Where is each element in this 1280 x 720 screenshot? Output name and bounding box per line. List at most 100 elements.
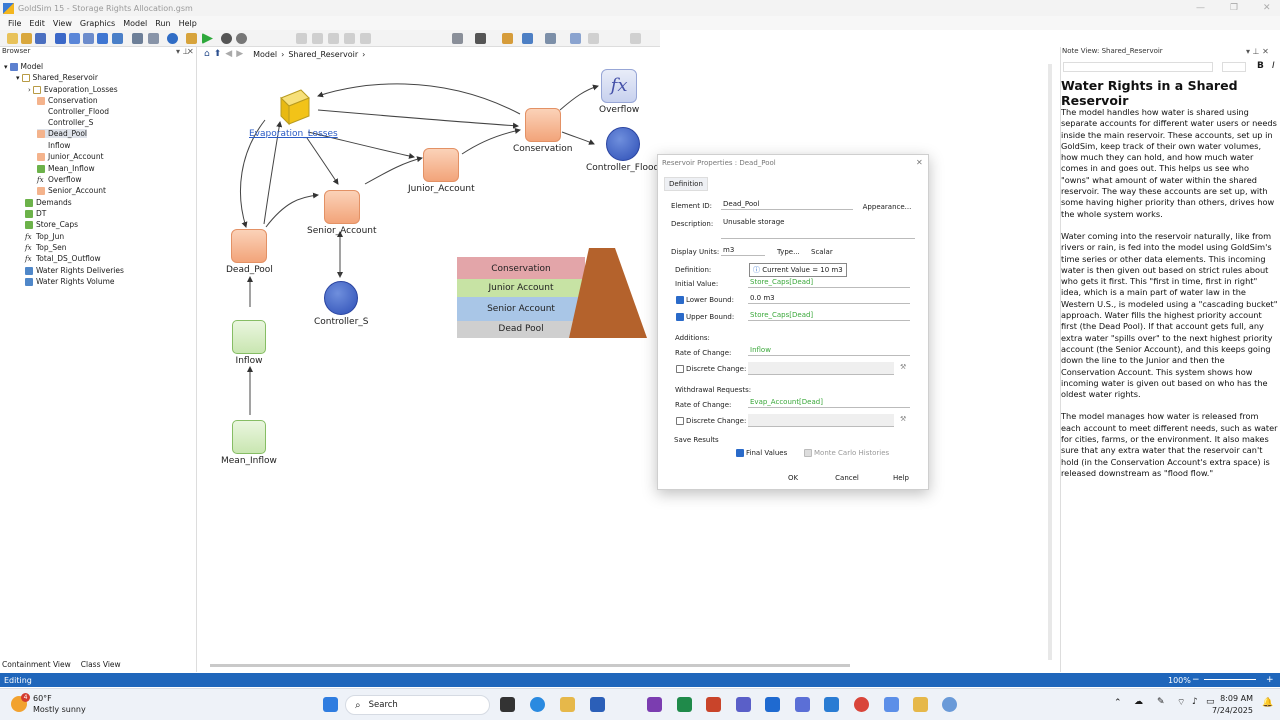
tree-item-dead-pool[interactable]: Dead_Pool [37, 129, 88, 138]
text-tool-icon[interactable] [475, 33, 486, 44]
zoom-out-icon[interactable]: − [1192, 675, 1200, 685]
fill-color-icon[interactable] [502, 33, 513, 44]
edit-pencil-icon[interactable] [186, 33, 197, 44]
tree-item-dt[interactable]: DT [25, 209, 46, 218]
vscode-icon[interactable] [824, 697, 839, 712]
tree-item-shared-reservoir[interactable]: ▾Shared_Reservoir [16, 73, 98, 82]
tree-item-junior-account[interactable]: Junior_Account [37, 152, 104, 161]
tab-class-view[interactable]: Class View [80, 660, 121, 669]
cancel-button[interactable]: Cancel [835, 474, 859, 482]
list-icon[interactable] [132, 33, 143, 44]
zoom-icon[interactable] [83, 33, 94, 44]
rectangle-tool-icon[interactable] [452, 33, 463, 44]
rate-of-change-field[interactable]: Inflow [748, 345, 910, 356]
tree-item-controller-s[interactable]: Controller_S [37, 118, 93, 127]
help-button[interactable]: Help [893, 474, 909, 482]
tree-item-mean-inflow[interactable]: Mean_Inflow [37, 164, 95, 173]
node-evaporation-losses[interactable]: Evaporation_Losses [249, 86, 338, 139]
clock-time[interactable]: 8:09 AM [1220, 694, 1253, 703]
ungroup-tool-icon[interactable] [360, 33, 371, 44]
node-junior-account[interactable]: Junior_Account [408, 148, 475, 194]
save-icon[interactable] [35, 33, 46, 44]
bold-icon[interactable]: B [1257, 61, 1264, 71]
word-icon[interactable] [590, 697, 605, 712]
node-conservation[interactable]: Conservation [513, 108, 573, 154]
element-id-field[interactable]: Dead_Pool [721, 199, 853, 210]
goldsim-taskbar-icon[interactable] [913, 697, 928, 712]
open-folder-icon[interactable] [21, 33, 32, 44]
tree-item-store-caps[interactable]: Store_Caps [25, 220, 78, 229]
search-box[interactable]: ⌕ Search [345, 695, 490, 715]
close-icon[interactable]: ✕ [1263, 3, 1271, 13]
window-icon[interactable] [588, 33, 599, 44]
browser-close-icon[interactable]: ✕ [187, 47, 194, 56]
powerpoint-icon[interactable] [706, 697, 721, 712]
final-values-checkbox[interactable] [736, 449, 744, 457]
expand-icon[interactable]: › [28, 85, 31, 94]
note-size-select[interactable] [1222, 62, 1246, 72]
settings-icon[interactable] [942, 697, 957, 712]
zoom-in-icon[interactable]: + [1266, 675, 1274, 685]
menu-file[interactable]: File [8, 18, 22, 28]
connector-icon[interactable] [545, 33, 556, 44]
italic-icon[interactable]: I [1272, 61, 1275, 71]
tray-chevron-icon[interactable]: ⌃ [1114, 698, 1122, 708]
task-view-icon[interactable] [500, 697, 515, 712]
windows-start-icon[interactable] [323, 697, 338, 712]
filter-icon[interactable] [97, 33, 108, 44]
pause-icon[interactable] [221, 33, 232, 44]
node-dead-pool[interactable]: Dead_Pool [226, 229, 273, 275]
wifi-icon[interactable]: ⌔ [1177, 698, 1186, 708]
tree-item-senior-account[interactable]: Senior_Account [37, 186, 106, 195]
note-font-select[interactable] [1063, 62, 1213, 72]
discrete-change-checkbox[interactable] [676, 365, 684, 373]
horizontal-scrollbar[interactable] [210, 664, 850, 667]
tree-item-water-rights-volume[interactable]: Water Rights Volume [25, 277, 115, 286]
node-inflow[interactable]: Inflow [232, 320, 266, 366]
tag-icon[interactable] [148, 33, 159, 44]
tree-item-inflow[interactable]: Inflow [37, 141, 70, 150]
wizard-icon[interactable]: ⚒ [900, 415, 907, 423]
view-grid-icon[interactable] [55, 33, 66, 44]
ok-button[interactable]: OK [787, 474, 799, 482]
layout-tool-icon[interactable] [312, 33, 323, 44]
node-controller-s[interactable]: Controller_S [314, 281, 368, 327]
tree-item-model[interactable]: ▾Model [4, 62, 44, 71]
align-left-icon[interactable] [522, 33, 533, 44]
copilot-icon[interactable] [884, 697, 899, 712]
tree-item-conservation[interactable]: Conservation [37, 96, 98, 105]
run-play-icon[interactable] [202, 33, 213, 44]
gear-icon[interactable] [112, 33, 123, 44]
upper-bound-checkbox[interactable] [676, 313, 684, 321]
tree-item-evaporation-losses[interactable]: ›Evaporation_Losses [28, 85, 118, 94]
new-file-icon[interactable] [7, 33, 18, 44]
layout-icon[interactable] [630, 33, 641, 44]
file-explorer-icon[interactable] [560, 697, 575, 712]
tree-item-water-rights-deliveries[interactable]: Water Rights Deliveries [25, 266, 124, 275]
display-units-field[interactable]: m3 [721, 245, 765, 256]
type-button[interactable]: Type... [777, 248, 800, 256]
node-senior-account[interactable]: Senior_Account [307, 190, 377, 236]
breadcrumb-model[interactable]: Model [253, 49, 278, 59]
minimize-icon[interactable]: — [1196, 3, 1205, 13]
clock-date[interactable]: 7/24/2025 [1211, 706, 1253, 715]
tab-definition[interactable]: Definition [664, 177, 708, 191]
view-fit-icon[interactable] [69, 33, 80, 44]
tree-item-controller-flood[interactable]: Controller_Flood [37, 107, 109, 116]
volume-icon[interactable]: ♪ [1192, 697, 1198, 707]
align-tool-icon[interactable] [296, 33, 307, 44]
edge-icon[interactable] [530, 697, 545, 712]
discrete-change-2-checkbox[interactable] [676, 417, 684, 425]
maximize-icon[interactable]: ❐ [1230, 3, 1239, 13]
teams-icon[interactable] [736, 697, 751, 712]
menu-run[interactable]: Run [155, 18, 171, 28]
onenote-icon[interactable] [647, 697, 662, 712]
lower-bound-field[interactable]: 0.0 m3 [748, 293, 910, 304]
stop-icon[interactable] [236, 33, 247, 44]
menu-edit[interactable]: Edit [29, 18, 45, 28]
withdraw-rate-field[interactable]: Evap_Account[Dead] [748, 397, 910, 408]
